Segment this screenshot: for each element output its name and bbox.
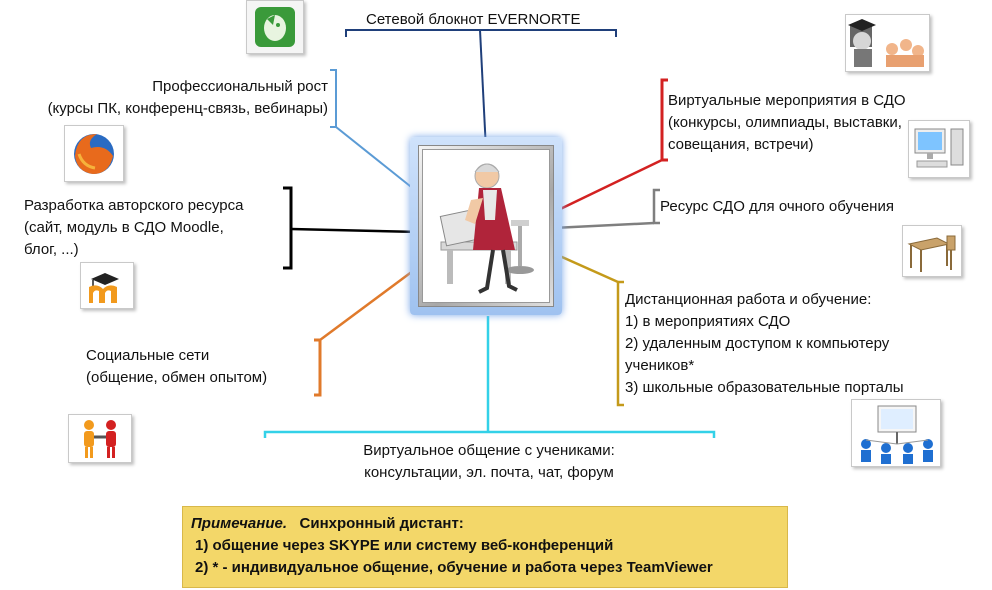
- bottom-label: Виртуальное общение с учениками: консуль…: [363, 442, 615, 481]
- events-connector: [551, 158, 663, 215]
- note-header: Примечание. Синхронный дистант:: [191, 513, 787, 535]
- distance-bracket: [616, 280, 624, 407]
- author-connector: [290, 227, 421, 234]
- note-box: Примечание. Синхронный дистант: 1) общен…: [182, 506, 788, 588]
- teacher-icon: [845, 14, 930, 72]
- note-line-1: 1) общение через SKYPE или систему веб-к…: [195, 537, 614, 554]
- social-connector: [319, 260, 426, 342]
- professional-label: Профессиональный рост (курсы ПК, конфере…: [47, 78, 328, 117]
- firefox-icon: [64, 125, 124, 182]
- teacher-at-computer-image: [422, 149, 550, 303]
- network-icon: [851, 399, 941, 467]
- note-title: Синхронный дистант:: [299, 515, 464, 532]
- note-label: Примечание.: [191, 515, 287, 532]
- resource-label: Ресурс СДО для очного обучения: [660, 198, 894, 215]
- top-stem: [479, 29, 487, 151]
- note-line-2: 2) * - индивидуальное общение, обучение …: [195, 559, 713, 576]
- desk-icon: [902, 225, 962, 277]
- handshake-icon: [68, 414, 132, 463]
- bottom-bracket: [263, 430, 716, 438]
- social-label: Социальные сети (общение, обмен опытом): [86, 347, 268, 386]
- social-bracket: [314, 338, 322, 397]
- distance-connector: [552, 251, 619, 284]
- evernote-icon: [246, 0, 304, 54]
- resource-connector: [552, 221, 655, 230]
- center-picture-frame: [410, 137, 562, 315]
- author-bracket: [283, 186, 293, 270]
- user-at-computer-icon: [439, 163, 534, 294]
- distance-label: Дистанционная работа и обучение: 1) в ме…: [625, 291, 904, 396]
- virtual-events-label: Виртуальные мероприятия в СДО (конкурсы,…: [668, 92, 906, 153]
- author-label: Разработка авторского ресурса (сайт, мод…: [24, 197, 244, 258]
- professional-bracket: [330, 69, 337, 128]
- top-title: Сетевой блокнот EVERNORTE: [366, 11, 581, 28]
- computer-icon: [908, 120, 970, 178]
- moodle-icon: [80, 262, 134, 309]
- resource-bracket: [652, 188, 660, 225]
- events-bracket: [660, 78, 668, 162]
